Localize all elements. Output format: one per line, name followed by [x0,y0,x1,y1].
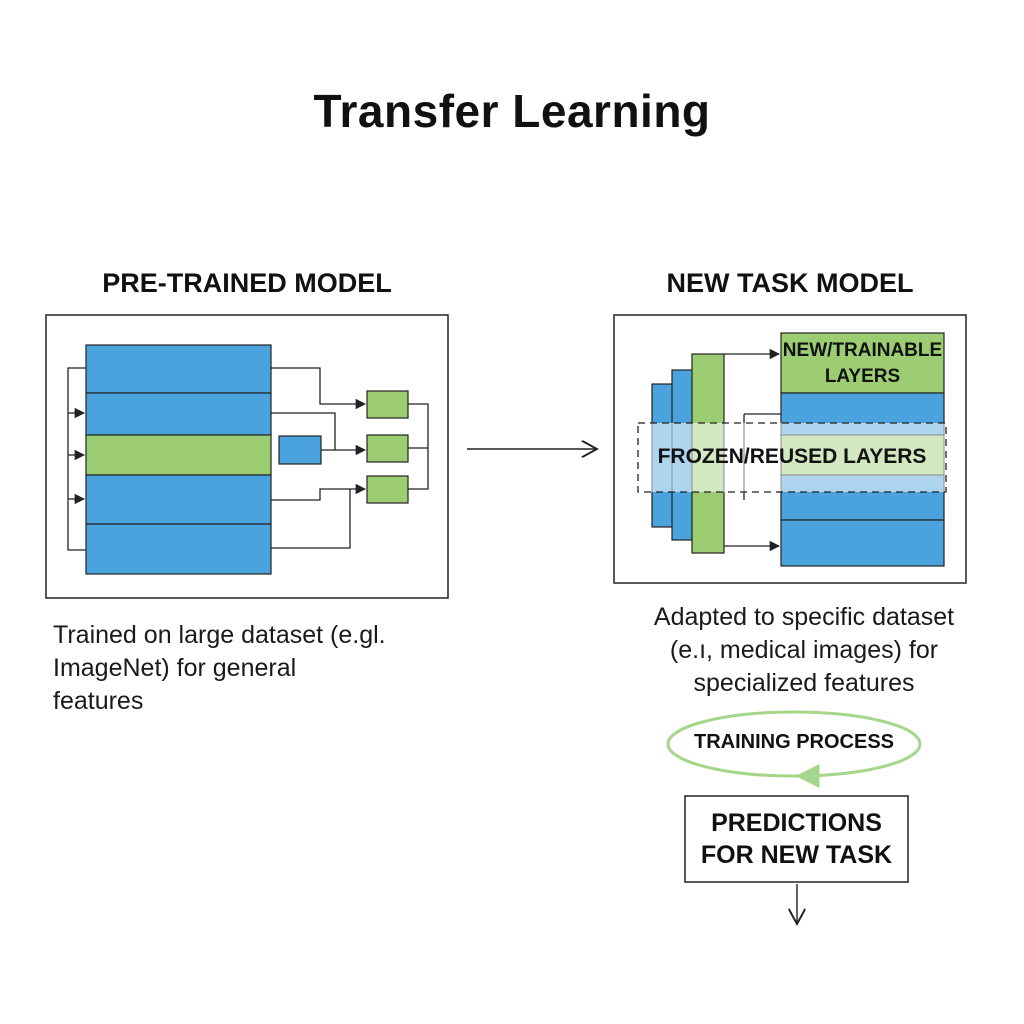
training-process-pill [666,710,922,778]
newtask-caption: Adapted to specific dataset (e.ı, medica… [614,601,994,700]
newtask-caption-line-1: Adapted to specific dataset [653,603,955,631]
newtask-heading: NEW TASK MODEL [666,268,914,298]
newtask-caption-line-2: (e.ı, medical images) for [669,636,939,664]
pretrained-hidden-node [278,435,322,465]
pretrained-input-arrows [67,367,86,551]
pretrained-layer-3-highlight [85,434,272,476]
pretrained-output-node-1 [366,390,409,419]
trainable-label-line-2: LAYERS [824,366,901,387]
newtask-frame [613,314,967,584]
pretrained-output-node-2 [366,434,409,463]
newtask-caption-line-3: specialized features [693,669,915,697]
pretrained-layer-2 [85,392,272,436]
page-title: Transfer Learning [313,85,711,137]
predictions-line-2: FOR NEW TASK [700,841,893,869]
pretrained-caption-line-2: ImageNet) for general [53,654,297,682]
predictions-box [684,795,909,883]
frozen-overlay-region [637,422,947,493]
newtask-trainable-layers [780,332,945,394]
predictions-label: PREDICTIONS FOR NEW TASK [685,807,908,871]
pretrained-layer-1 [85,344,272,394]
pretrained-output-node-3 [366,475,409,504]
pretrained-heading: PRE-TRAINED MODEL [102,268,392,298]
pretrained-connections [271,367,429,549]
pretrained-layer-4 [85,474,272,525]
pretrained-caption: Trained on large dataset (e.gl. ImageNet… [53,619,453,718]
trainable-layers-label: NEW/TRAINABLE LAYERS [781,338,944,390]
pretrained-layer-stack [85,344,272,575]
pretrained-layer-5 [85,523,272,575]
predictions-line-1: PREDICTIONS [711,809,882,837]
pretrained-caption-line-3: features [53,687,144,715]
frozen-layers-label: FROZEN/REUSED LAYERS [657,445,927,468]
newtask-frozen-layer-4 [780,519,945,567]
trainable-label-line-1: NEW/TRAINABLE [782,340,943,361]
pretrained-caption-line-1: Trained on large dataset (e.gl. [53,621,386,649]
training-process-label: TRAINING PROCESS [693,731,895,753]
pretrained-frame [45,314,449,599]
